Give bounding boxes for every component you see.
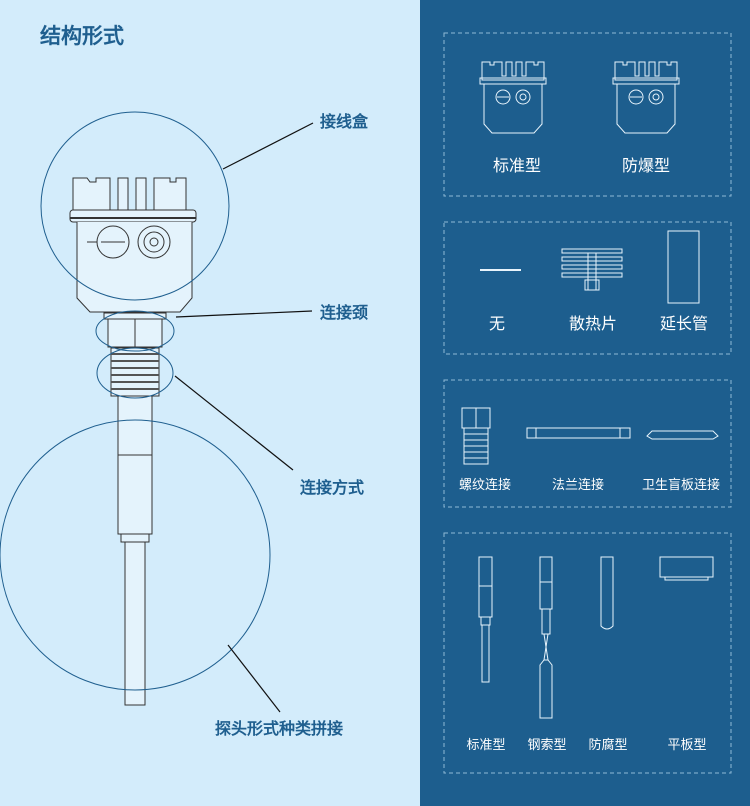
- callout-circles: [0, 111, 271, 691]
- option-icons: [461, 61, 719, 719]
- flange-connection-icon: [526, 427, 631, 439]
- probe-flat-icon: [659, 556, 714, 581]
- probe-anticorrosion-icon: [600, 556, 614, 630]
- structure-diagram-panel: [0, 0, 420, 806]
- extension-tube-label: 延长管: [659, 314, 709, 333]
- probe-flat-label: 平板型: [667, 738, 707, 753]
- probe-cable-icon: [539, 556, 553, 719]
- connection-flange-label: 法兰连接: [551, 478, 605, 493]
- label-junction-box: 接线盒: [320, 112, 369, 131]
- rod-lower: [124, 541, 146, 706]
- extension-tube-icon: [667, 230, 700, 304]
- junction-box-ring: [69, 209, 197, 223]
- probe-anticorrosion-label: 防腐型: [588, 738, 628, 753]
- probe-cable-label: 钢索型: [527, 738, 567, 753]
- heat-sink-icon: [561, 248, 623, 291]
- option-boxes: [443, 32, 732, 774]
- sanitary-plate-icon: [646, 430, 719, 440]
- label-probe: 探头形式种类拼接: [215, 719, 344, 738]
- housing-explosion-proof-icon: [612, 61, 680, 134]
- device-drawing: [69, 177, 197, 706]
- label-neck: 连接颈: [320, 303, 369, 322]
- housing-explosion-proof-label: 防爆型: [621, 156, 671, 175]
- connection-thread-label: 螺纹连接: [458, 478, 512, 493]
- probe-standard-label: 标准型: [466, 738, 506, 753]
- probe-standard-icon: [478, 556, 493, 683]
- extension-heat-sink-label: 散热片: [568, 314, 618, 333]
- page-title: 结构形式: [40, 24, 124, 48]
- options-panel: [420, 0, 750, 806]
- rod-upper: [117, 395, 153, 535]
- junction-box-body: [76, 222, 193, 313]
- label-connection: 连接方式: [300, 478, 365, 497]
- extension-none-label: 无: [488, 314, 506, 333]
- housing-standard-label: 标准型: [492, 156, 542, 175]
- callout-lines: [174, 122, 314, 713]
- connection-sanitary-label: 卫生盲板连接: [641, 478, 721, 493]
- thread-connection-icon: [461, 407, 491, 465]
- housing-standard-icon: [479, 61, 547, 134]
